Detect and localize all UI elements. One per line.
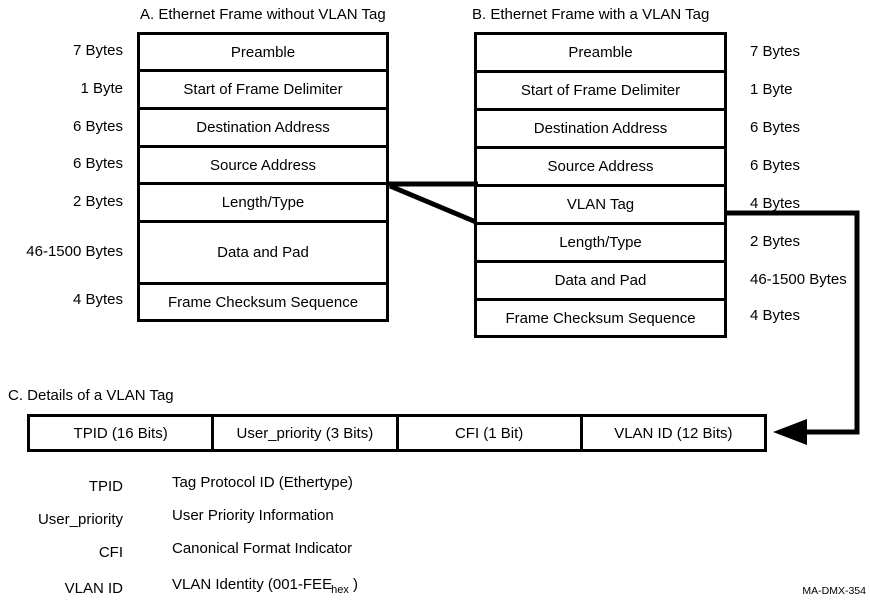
- hex-subscript: hex: [331, 584, 349, 596]
- size-label: 7 Bytes: [72, 42, 123, 59]
- frame-field: Destination Address: [140, 110, 386, 148]
- frame-field: Data and Pad: [140, 223, 386, 285]
- frame-field: Frame Checksum Sequence: [167, 293, 359, 311]
- size-label: 6 Bytes: [72, 155, 123, 172]
- size-label: 2 Bytes: [750, 232, 801, 250]
- frame-b-title: B. Ethernet Frame with a VLAN Tag: [472, 6, 710, 23]
- definition-row: User_priority User Priority Information: [0, 507, 480, 529]
- vlan-detail-title: C. Details of a VLAN Tag: [8, 387, 174, 404]
- size-label: 46-1500 Bytes: [750, 270, 847, 288]
- size-label: 4 Bytes: [750, 306, 801, 324]
- vlan-field-tpid: TPID (16 Bits): [30, 417, 215, 449]
- frame-field: Data and Pad: [477, 263, 724, 301]
- frame-field: Preamble: [140, 35, 386, 72]
- definition-row: VLAN ID VLAN Identity (001-FEEhex ): [0, 576, 480, 598]
- size-label: 1 Byte: [750, 80, 793, 98]
- arrowhead-left-icon: [773, 419, 807, 445]
- frame-field: VLAN Tag: [477, 187, 724, 225]
- frame-b-diagram: Preamble Start of Frame Delimiter Destin…: [474, 32, 727, 338]
- size-label: 7 Bytes: [750, 42, 801, 60]
- frame-field: Preamble: [477, 35, 724, 73]
- definition-term: User_priority: [37, 511, 123, 528]
- definition-text-main: VLAN Identity (001-FEE: [172, 576, 333, 593]
- frame-field: Frame Checksum Sequence: [505, 309, 696, 327]
- frame-field: Length/Type: [140, 185, 386, 223]
- definition-term: TPID: [88, 478, 123, 495]
- vlan-insert-diagonal-line: [389, 183, 477, 225]
- definition-text: Tag Protocol ID (Ethertype): [172, 474, 353, 491]
- size-label: 4 Bytes: [750, 194, 801, 212]
- definition-term: CFI: [98, 544, 123, 561]
- frame-a-diagram: Preamble Start of Frame Delimiter Destin…: [137, 32, 389, 322]
- size-label: 6 Bytes: [750, 118, 801, 136]
- definition-row: CFI Canonical Format Indicator: [0, 540, 480, 562]
- size-label: 6 Bytes: [750, 156, 801, 174]
- vlan-field-vlan-id: VLAN ID (12 Bits): [614, 424, 733, 442]
- size-label: 4 Bytes: [72, 290, 123, 308]
- definition-text: User Priority Information: [172, 507, 334, 524]
- size-label: 1 Byte: [80, 79, 123, 97]
- size-label: 2 Bytes: [72, 192, 123, 210]
- frame-b-size-labels: 7 Bytes 1 Byte 6 Bytes 6 Bytes 4 Bytes 2…: [750, 32, 870, 332]
- frame-field: Length/Type: [477, 225, 724, 263]
- definition-text: Canonical Format Indicator: [172, 540, 353, 557]
- size-label: 6 Bytes: [72, 117, 123, 135]
- frame-field: Destination Address: [477, 111, 724, 149]
- definition-row: TPID Tag Protocol ID (Ethertype): [0, 474, 480, 496]
- frame-field: Source Address: [477, 149, 724, 187]
- frame-a-title: A. Ethernet Frame without VLAN Tag: [140, 6, 386, 23]
- definition-text-suffix: ): [348, 576, 358, 593]
- size-label: 46-1500 Bytes: [26, 242, 123, 260]
- vlan-tag-fields-diagram: TPID (16 Bits) User_priority (3 Bits) CF…: [27, 414, 767, 452]
- frame-field: Start of Frame Delimiter: [140, 72, 386, 110]
- vlan-field-cfi: CFI (1 Bit): [399, 417, 583, 449]
- definition-text: VLAN Identity (001-FEEhex ): [172, 576, 358, 596]
- frame-field: Source Address: [140, 148, 386, 185]
- frame-field: Start of Frame Delimiter: [477, 73, 724, 111]
- figure-code: MA-DMX-354: [802, 585, 866, 597]
- frame-a-size-labels: 7 Bytes 1 Byte 6 Bytes 6 Bytes 2 Bytes 4…: [0, 32, 123, 316]
- definition-term: VLAN ID: [64, 580, 123, 597]
- vlan-field-user-priority: User_priority (3 Bits): [214, 417, 399, 449]
